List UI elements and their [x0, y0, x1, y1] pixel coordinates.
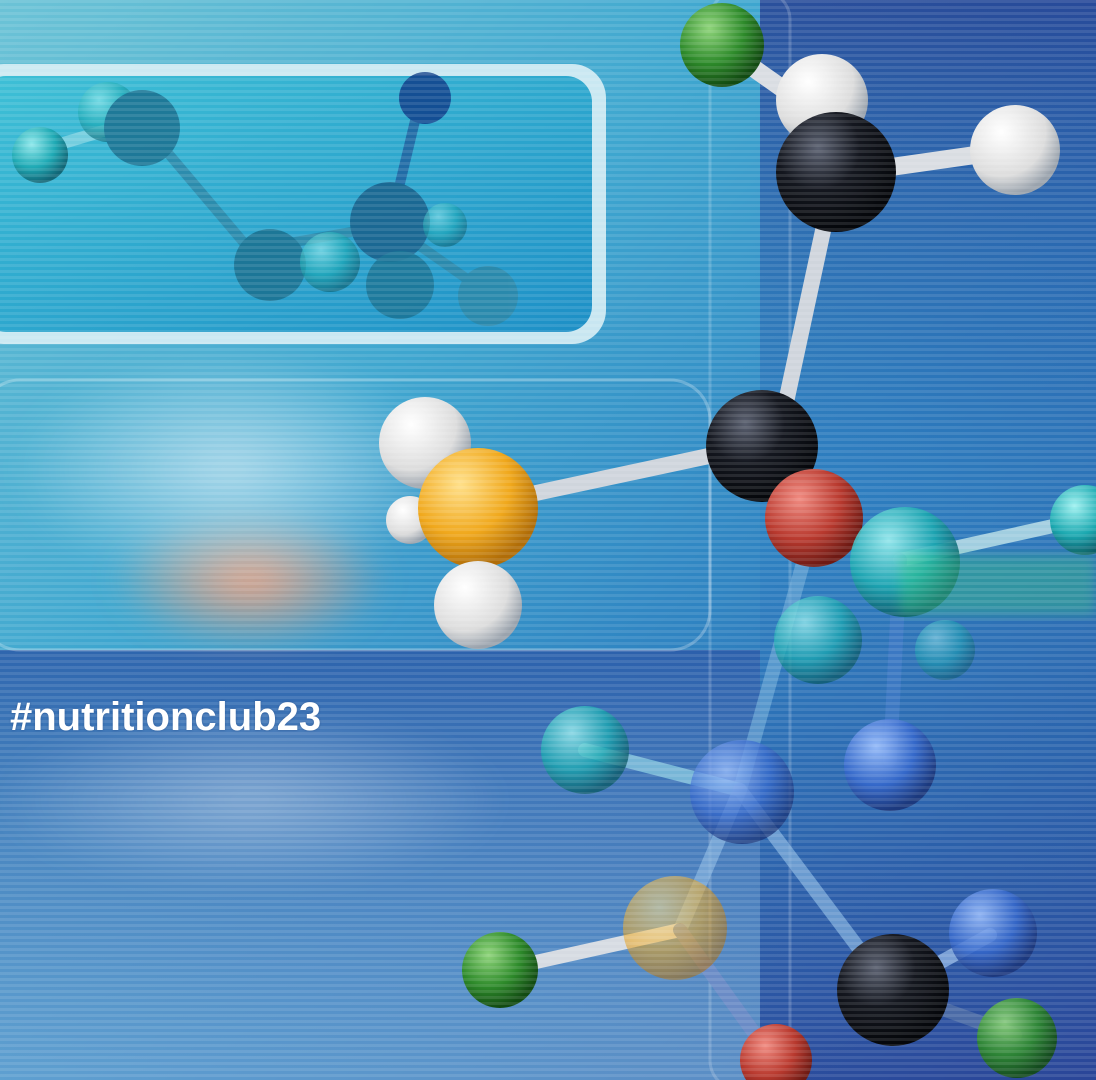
hashtag-caption: #nutritionclub23: [10, 695, 322, 739]
